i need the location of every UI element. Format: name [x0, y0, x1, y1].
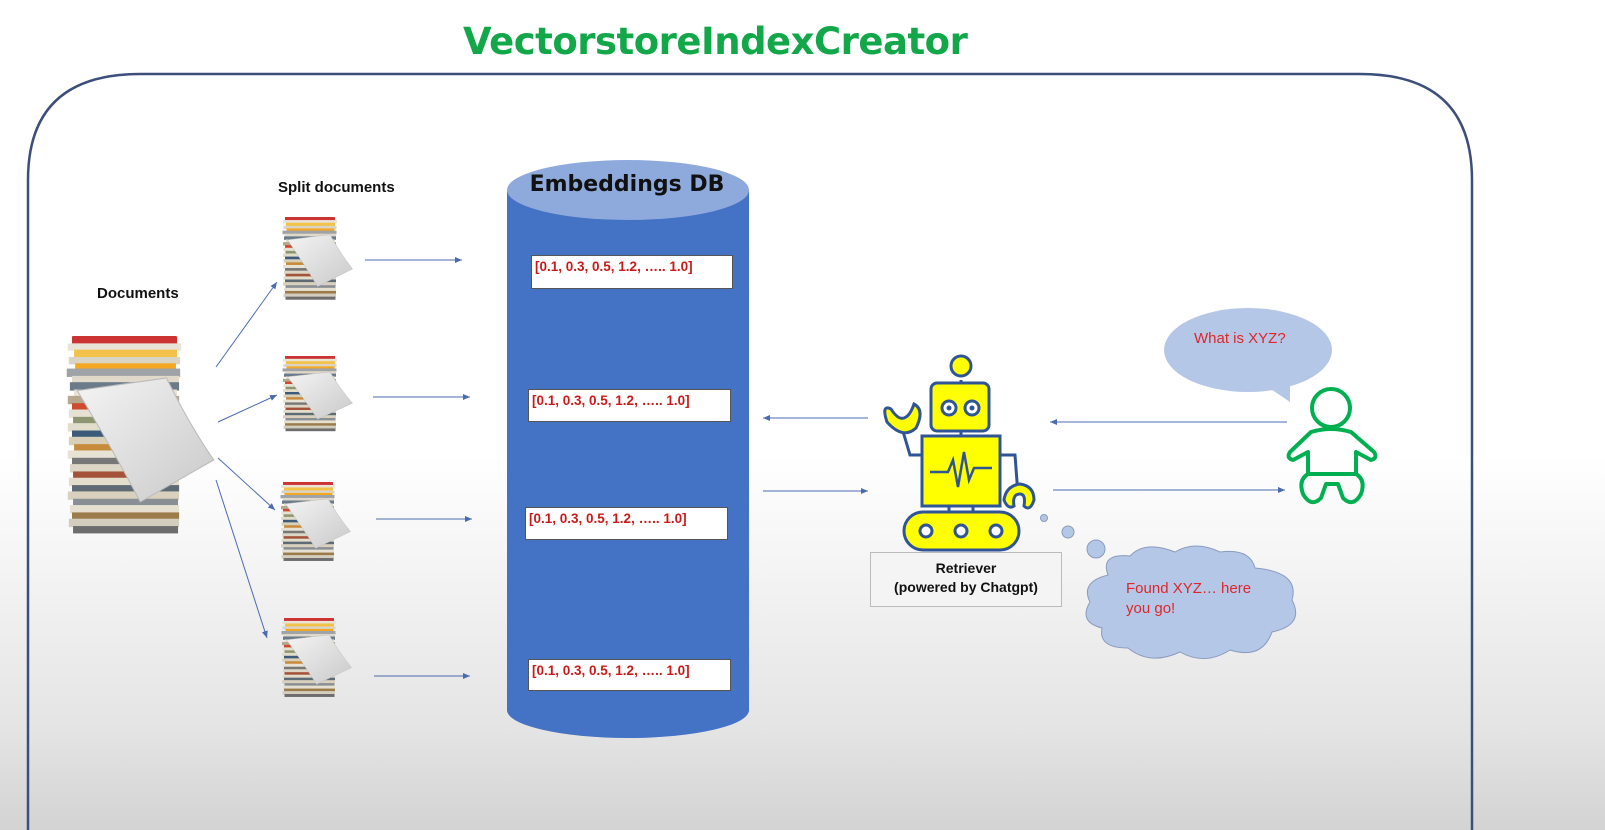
split-document-icon	[280, 481, 351, 562]
retriever-label-box: Retriever (powered by Chatgpt)	[870, 552, 1062, 607]
arrows-retrieve	[763, 415, 1287, 494]
split-documents-label: Split documents	[278, 179, 395, 196]
baby-icon	[1286, 387, 1378, 505]
split-document-icon	[282, 216, 353, 300]
arrows-split	[215, 281, 278, 639]
retriever-title: Retriever	[935, 560, 997, 576]
embeddings-db-cylinder	[507, 160, 749, 738]
frame-border	[26, 72, 1474, 830]
answer-line-2: you go!	[1126, 600, 1176, 617]
embedding-vector: [0.1, 0.3, 0.5, 1.2, ….. 1.0]	[528, 659, 731, 691]
documents-label: Documents	[97, 285, 179, 302]
robot-icon	[883, 354, 1036, 552]
thought-cloud-icon	[1040, 514, 1297, 659]
question-text: What is XYZ?	[1194, 330, 1286, 347]
embeddings-db-label: Embeddings DB	[529, 172, 725, 197]
split-document-icon	[282, 355, 353, 432]
split-document-icon	[281, 617, 352, 698]
embedding-vector: [0.1, 0.3, 0.5, 1.2, ….. 1.0]	[528, 389, 731, 422]
retriever-subtitle: (powered by Chatgpt)	[894, 579, 1038, 595]
answer-text: Found XYZ… here you go!	[1126, 579, 1251, 619]
speech-bubble-icon	[1164, 308, 1332, 402]
answer-line-1: Found XYZ… here	[1126, 580, 1252, 597]
arrows-embed	[365, 257, 472, 679]
page-title: VectorstoreIndexCreator	[463, 20, 968, 63]
document-stack-icon	[66, 335, 215, 534]
embedding-vector: [0.1, 0.3, 0.5, 1.2, ….. 1.0]	[531, 255, 733, 289]
embedding-vector: [0.1, 0.3, 0.5, 1.2, ….. 1.0]	[525, 507, 728, 540]
